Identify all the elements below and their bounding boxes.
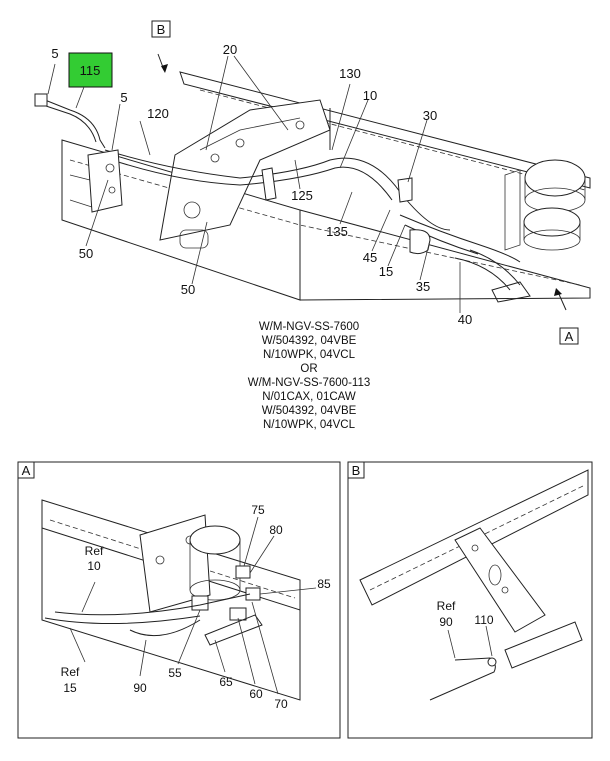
detail-b-tag: B bbox=[352, 463, 361, 478]
air-tank-upper bbox=[524, 159, 586, 213]
view-tag-b-box bbox=[151, 20, 171, 38]
view-tag-a: A bbox=[565, 329, 574, 344]
detail-a-callout-75: 75 bbox=[251, 503, 265, 517]
detail-a-ref-word-2: Ref bbox=[61, 665, 80, 679]
note-line-6: N/01CAX, 01CAW bbox=[262, 391, 356, 403]
callout-120: 120 bbox=[147, 106, 169, 121]
callout-10: 10 bbox=[363, 88, 377, 103]
detail-a-fitting-60 bbox=[229, 607, 247, 621]
note-line-8: N/10WPK, 04VCL bbox=[263, 419, 356, 431]
hose-35 bbox=[409, 229, 431, 255]
callout-45: 45 bbox=[363, 250, 377, 265]
bracket-30 bbox=[397, 177, 413, 203]
note-line-5: W/M-NGV-SS-7600-113 bbox=[248, 377, 371, 389]
callout-125: 125 bbox=[291, 188, 313, 203]
callout-30: 30 bbox=[423, 108, 437, 123]
callout-135: 135 bbox=[326, 224, 348, 239]
callout-50-right: 50 bbox=[181, 282, 195, 297]
callout-40: 40 bbox=[458, 312, 472, 327]
detail-b-frame bbox=[347, 461, 593, 739]
callout-15: 15 bbox=[379, 264, 393, 279]
callout-5-lower: 5 bbox=[120, 90, 127, 105]
detail-a-tag-box bbox=[17, 461, 35, 479]
detail-a-part-65 bbox=[204, 614, 263, 646]
line-120 bbox=[104, 149, 451, 231]
detail-a-callout-80: 80 bbox=[269, 523, 283, 537]
detail-a-line-10 bbox=[54, 593, 251, 616]
detail-a-ref-num-15: 15 bbox=[63, 681, 77, 695]
note-line-1: W/M-NGV-SS-7600 bbox=[259, 321, 359, 333]
detail-a-tank bbox=[189, 525, 241, 601]
note-line-4: OR bbox=[300, 363, 317, 375]
detail-b-callout-110: 110 bbox=[474, 613, 493, 627]
highlight-box-115 bbox=[68, 52, 113, 88]
detail-b-ref-num-90: 90 bbox=[439, 615, 453, 629]
detail-a-frame bbox=[17, 461, 341, 739]
bracket-125 bbox=[261, 167, 277, 201]
fuel-line-115 bbox=[34, 93, 106, 149]
detail-a-callout-70: 70 bbox=[274, 697, 288, 711]
view-tag-a-box bbox=[559, 327, 579, 345]
detail-b-line-90 bbox=[429, 657, 496, 701]
detail-panel-b: B Ref 90 110 bbox=[347, 461, 593, 739]
detail-a-callout-90: 90 bbox=[133, 681, 147, 695]
detail-b-clip-110 bbox=[487, 657, 497, 667]
hose-40 bbox=[454, 249, 531, 303]
detail-a-callout-55: 55 bbox=[168, 666, 182, 680]
detail-a-fitting-55 bbox=[191, 595, 209, 611]
arrow-b-head bbox=[161, 64, 168, 73]
detail-a-callout-60: 60 bbox=[249, 687, 263, 701]
frame-rail-lower bbox=[61, 139, 591, 301]
detail-a-valve-75 bbox=[235, 565, 251, 579]
callout-115: 115 bbox=[80, 63, 101, 78]
air-tank-lower bbox=[504, 169, 581, 251]
callout-20: 20 bbox=[223, 42, 237, 57]
crossmember bbox=[159, 99, 331, 249]
detail-b-tag-box bbox=[347, 461, 365, 479]
detail-panel-a: A 75 80 bbox=[17, 461, 341, 739]
note-line-3: N/10WPK, 04VCL bbox=[263, 349, 356, 361]
detail-a-tag: A bbox=[22, 463, 31, 478]
callout-50-left: 50 bbox=[79, 246, 93, 261]
detail-a-ref-word-1: Ref bbox=[85, 544, 104, 558]
detail-a-ref-num-10: 10 bbox=[87, 559, 101, 573]
note-line-7: W/504392, 04VBE bbox=[262, 405, 357, 417]
detail-a-line-90 bbox=[129, 619, 201, 637]
view-tag-b: B bbox=[157, 22, 166, 37]
callout-130: 130 bbox=[339, 66, 361, 81]
detail-b-ref-word: Ref bbox=[437, 599, 456, 613]
arrow-a-head bbox=[554, 288, 562, 296]
detail-b-plate bbox=[504, 621, 583, 669]
main-assembly: 115 B A 5 5 120 20 130 10 30 bbox=[34, 20, 591, 345]
bracket-50-left bbox=[87, 149, 123, 213]
note-line-2: W/504392, 04VBE bbox=[262, 335, 357, 347]
hose-15 bbox=[399, 214, 521, 263]
detail-a-callout-85: 85 bbox=[317, 577, 331, 591]
detail-a-callout-65: 65 bbox=[219, 675, 233, 689]
callout-5-upper: 5 bbox=[51, 46, 58, 61]
arrow-a bbox=[557, 291, 567, 311]
detail-b-rail bbox=[359, 469, 589, 606]
usage-notes: W/M-NGV-SS-7600 W/504392, 04VBE N/10WPK,… bbox=[248, 321, 371, 431]
callout-35: 35 bbox=[416, 279, 430, 294]
